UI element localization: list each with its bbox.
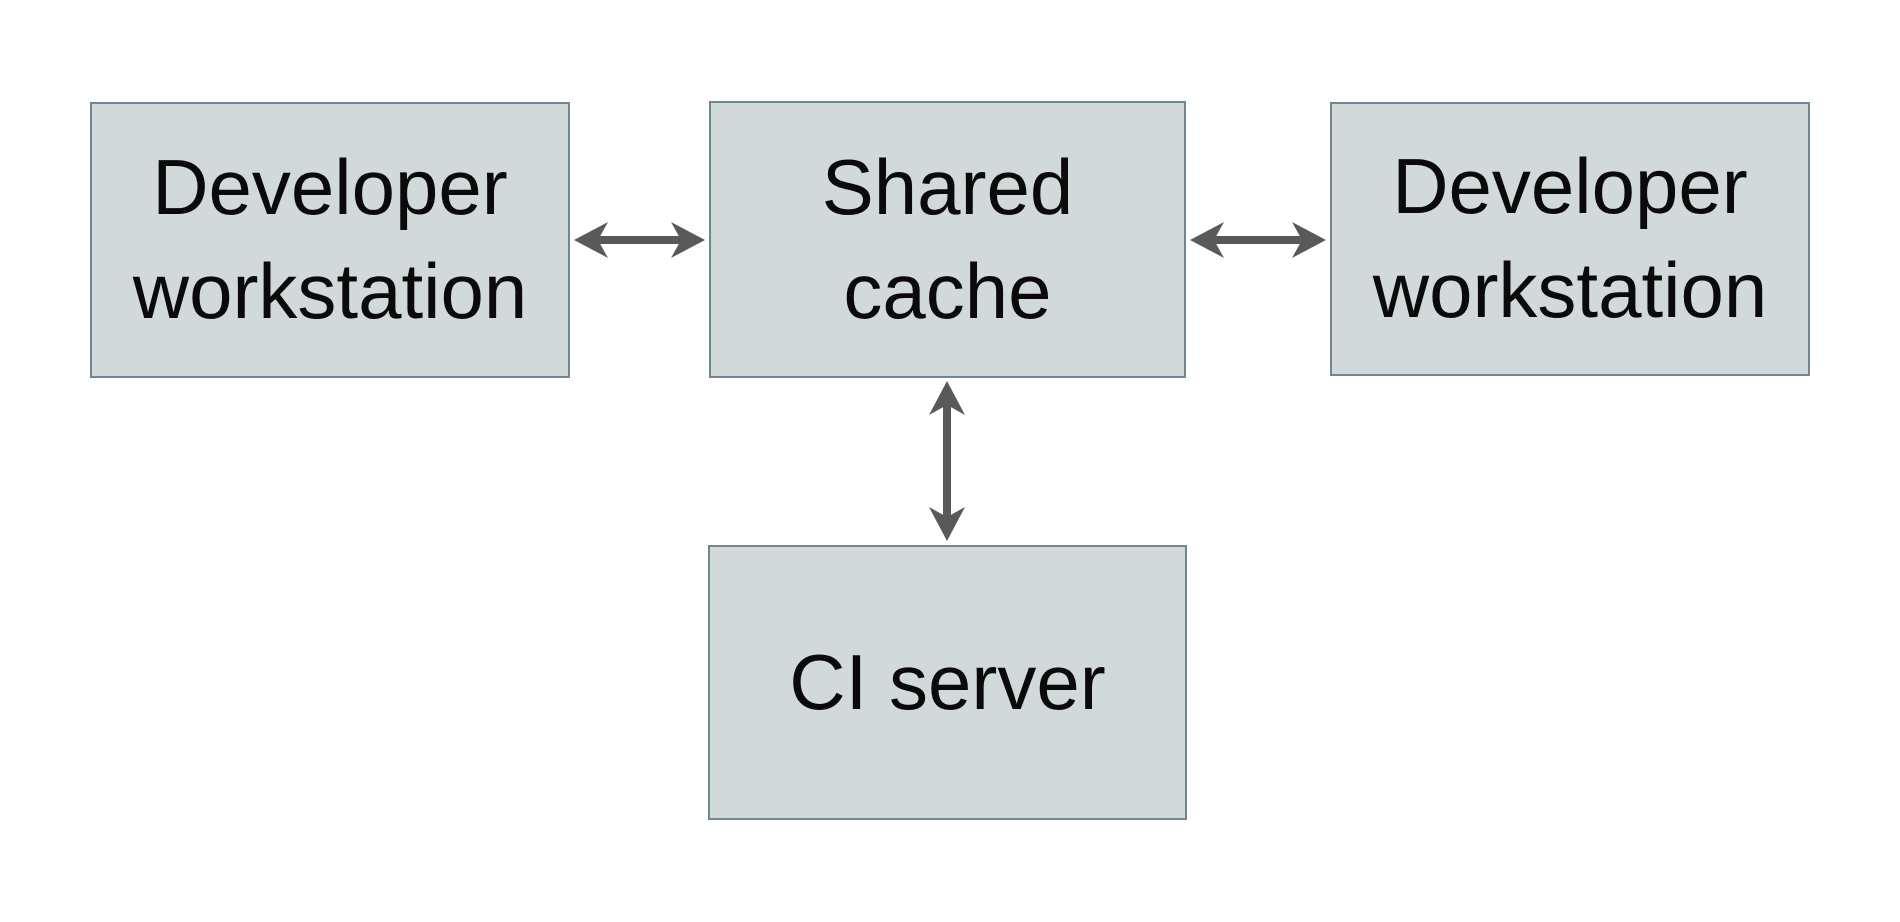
node-label-shared-cache: Shared cache (821, 142, 1074, 335)
arrowhead-right-icon (1292, 222, 1326, 258)
double-arrow-icon-left-workstation-cache (574, 222, 705, 258)
node-label-ci-server: CI server (789, 637, 1106, 726)
arrowhead-down-icon (929, 507, 965, 541)
node-developer-workstation-left: Developer workstation (90, 102, 570, 378)
node-developer-workstation-right: Developer workstation (1330, 102, 1810, 376)
node-label-developer-workstation-left: Developer workstation (132, 143, 528, 335)
arrowhead-left-icon (1190, 222, 1224, 258)
arrowhead-up-icon (929, 381, 965, 415)
arrowhead-right-icon (671, 222, 705, 258)
node-shared-cache: Shared cache (709, 101, 1186, 378)
arrowhead-left-icon (574, 222, 608, 258)
double-arrow-icon-cache-right-workstation (1190, 222, 1326, 258)
node-ci-server: CI server (708, 545, 1187, 820)
double-arrow-icon-cache-ci-server (929, 381, 965, 541)
node-label-developer-workstation-right: Developer workstation (1372, 142, 1768, 334)
